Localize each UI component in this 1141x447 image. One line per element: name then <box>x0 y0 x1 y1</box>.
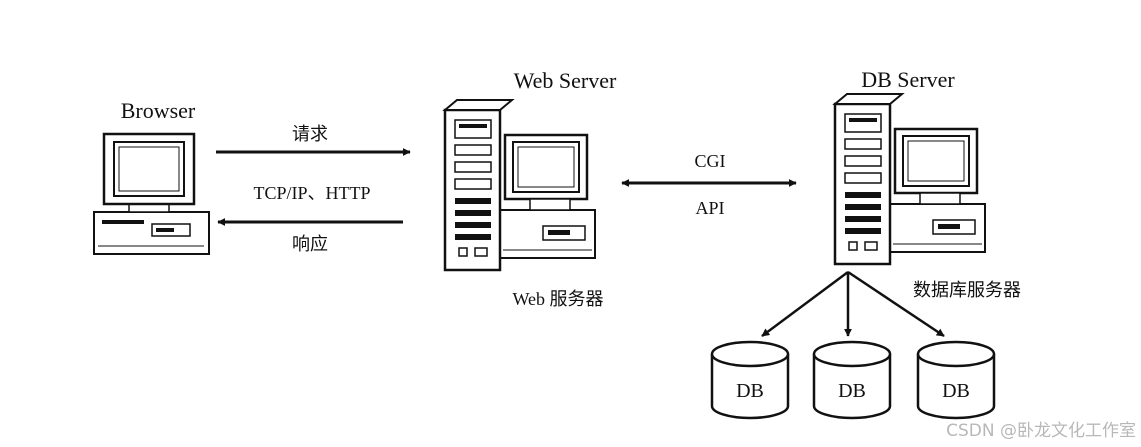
watermark-text: CSDN @卧龙文化工作室 <box>946 421 1136 441</box>
db-server-title: DB Server <box>861 67 955 92</box>
db-link-arrow-3 <box>847 270 945 338</box>
db-server-computer-icon <box>833 92 987 266</box>
cgi-label: CGI <box>695 151 726 171</box>
protocol-label: TCP/IP、HTTP <box>253 183 370 203</box>
api-label: API <box>695 198 724 218</box>
database-label-2: DB <box>838 380 866 402</box>
web-server-title: Web Server <box>514 68 617 93</box>
request-label: 请求 <box>292 124 328 144</box>
db-server-caption: 数据库服务器 <box>913 280 1021 300</box>
web-server-computer-icon <box>443 98 597 272</box>
browser-title: Browser <box>121 98 196 123</box>
response-label: 响应 <box>292 234 328 254</box>
web-server-caption: Web 服务器 <box>512 289 603 309</box>
database-label-1: DB <box>736 380 764 402</box>
database-label-3: DB <box>942 380 970 402</box>
db-link-arrow-1 <box>761 270 849 338</box>
browser-computer-icon <box>92 132 211 256</box>
